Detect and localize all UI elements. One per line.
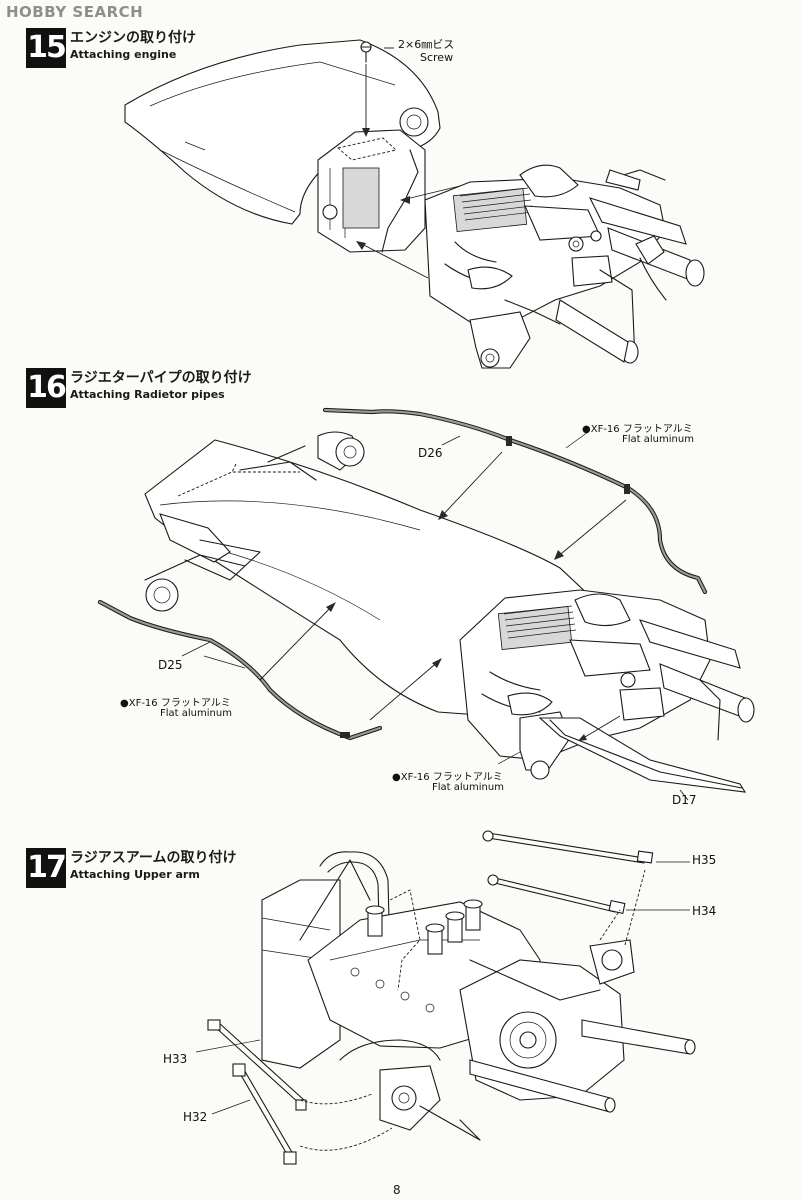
part-label-d25: D25: [158, 658, 183, 672]
step-title-jp-16: ラジエターパイプの取り付け: [70, 370, 252, 386]
paint-note-en-1: Flat aluminum: [622, 434, 694, 445]
hobby-search-watermark: HOBBY SEARCH: [6, 3, 144, 21]
paint-note-en-2: Flat aluminum: [160, 708, 232, 719]
part-label-h32: H32: [183, 1110, 208, 1124]
screw-label: Screw: [420, 51, 454, 64]
part-label-d26: D26: [418, 446, 443, 460]
step16-illustration: [97, 407, 755, 801]
step-title-jp-15: エンジンの取り付け: [70, 30, 196, 46]
page-number: 8: [393, 1183, 401, 1197]
step-number-17: 17: [26, 848, 67, 888]
part-label-h33: H33: [163, 1052, 188, 1066]
paint-note-code-2: ●XF-16 フラットアルミ: [120, 698, 231, 709]
screw-size-label: 2×6㎜ビス: [398, 38, 455, 51]
step-title-en-15: Attaching engine: [70, 48, 177, 61]
step-title-en-17: Attaching Upper arm: [70, 868, 200, 881]
step-title-jp-17: ラジアスアームの取り付け: [70, 850, 237, 866]
step-title-en-16: Attaching Radietor pipes: [70, 388, 225, 401]
part-label-d17: D17: [672, 793, 697, 807]
step15-illustration: [124, 39, 705, 369]
part-label-h34: H34: [692, 904, 717, 918]
part-label-h35: H35: [692, 853, 717, 867]
paint-note-en-3: Flat aluminum: [432, 782, 504, 793]
step-number-16: 16: [26, 368, 67, 408]
step17-illustration: [195, 830, 696, 1165]
paint-note-code-3: ●XF-16 フラットアルミ: [392, 772, 503, 783]
paint-note-code-1: ●XF-16 フラットアルミ: [582, 424, 693, 435]
step-number-15: 15: [26, 28, 67, 68]
